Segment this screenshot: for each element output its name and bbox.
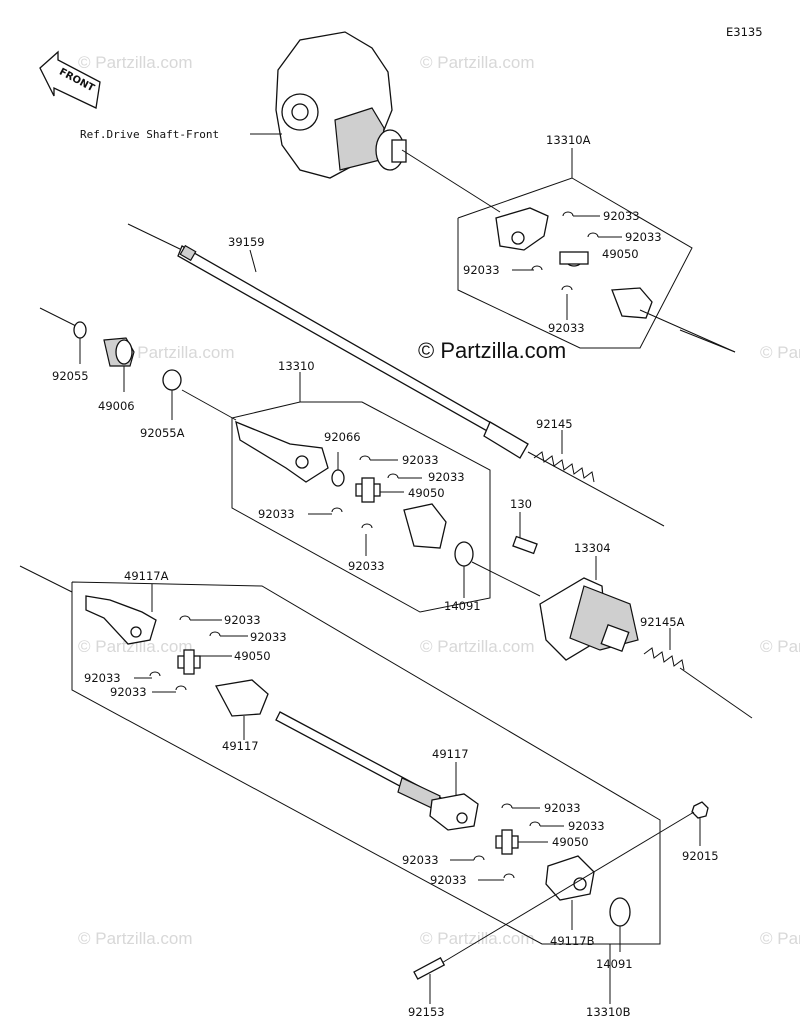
watermark-text: © Partzilla.com: [78, 53, 193, 72]
label-92066: 92066: [324, 430, 361, 444]
label-49050: 49050: [602, 247, 639, 261]
watermark-text: © Partzilla.com: [760, 637, 800, 656]
label-92033: 92033: [568, 819, 605, 833]
label-92015: 92015: [682, 849, 719, 863]
group-13310-outline: [231, 372, 491, 613]
label-49050: 49050: [408, 486, 445, 500]
spring-92145: [533, 430, 595, 483]
diagram-code: E3135: [726, 25, 763, 39]
label-92033: 92033: [544, 801, 581, 815]
label-13310: 13310: [278, 359, 315, 373]
label-92055: 92055: [52, 369, 89, 383]
oring-and-bushing: [39, 307, 237, 421]
bolt-and-housing: [512, 512, 639, 661]
label-92033: 92033: [428, 470, 465, 484]
front-differential-housing: [250, 31, 501, 213]
watermark-text: © Partzilla.com: [120, 343, 235, 362]
label-92033: 92033: [258, 507, 295, 521]
yoke-49117: [429, 762, 519, 855]
label-14091: 14091: [444, 599, 481, 613]
label-92033: 92033: [402, 853, 439, 867]
watermarks: © Partzilla.com © Partzilla.com © Partzi…: [78, 53, 800, 948]
label-92145: 92145: [536, 417, 573, 431]
watermark-text: © Partzilla.com: [78, 637, 193, 656]
circlips: [512, 211, 622, 320]
label-92033: 92033: [603, 209, 640, 223]
label-14091: 14091: [596, 957, 633, 971]
label-13310B: 13310B: [586, 1005, 631, 1019]
spring-92145A: [643, 628, 753, 719]
yoke-13310: [235, 420, 541, 598]
group-13310A-outline: [457, 148, 693, 349]
watermark-text: © Partzilla.com: [420, 929, 535, 948]
label-49050: 49050: [234, 649, 271, 663]
label-92033: 92033: [463, 263, 500, 277]
nut-and-bolt: [413, 801, 709, 1004]
circlips-49117A: [134, 615, 248, 693]
label-92033: 92033: [625, 230, 662, 244]
label-92153: 92153: [408, 1005, 445, 1019]
circlips-49117: [450, 803, 564, 881]
yoke-49117A: [85, 584, 269, 717]
label-49117B: 49117B: [550, 934, 595, 948]
label-92033: 92033: [430, 873, 467, 887]
label-13310A: 13310A: [546, 133, 591, 147]
drive-shaft-39159: [127, 223, 665, 527]
label-92033: 92033: [110, 685, 147, 699]
yoke-49117B: [545, 855, 631, 952]
label-49117A: 49117A: [124, 569, 169, 583]
label-13304: 13304: [574, 541, 611, 555]
label-49117: 49117: [432, 747, 469, 761]
watermark-text: © Partzilla.com: [760, 343, 800, 362]
label-39159: 39159: [228, 235, 265, 249]
watermark-main: © Partzilla.com: [418, 338, 566, 363]
label-92033: 92033: [348, 559, 385, 573]
ref-label: Ref.Drive Shaft-Front: [80, 128, 219, 141]
label-49006: 49006: [98, 399, 135, 413]
watermark-text: © Partzilla.com: [420, 637, 535, 656]
label-92055A: 92055A: [140, 426, 185, 440]
watermark-text: © Partzilla.com: [78, 929, 193, 948]
group-13310B-outline: [19, 565, 661, 1004]
yoke-upper: [495, 207, 736, 353]
label-92033: 92033: [224, 613, 261, 627]
label-49117: 49117: [222, 739, 259, 753]
watermark-text: © Partzilla.com: [760, 929, 800, 948]
label-49050: 49050: [552, 835, 589, 849]
label-92033: 92033: [402, 453, 439, 467]
circlips-13310: [308, 455, 422, 556]
label-130: 130: [510, 497, 532, 511]
label-92145A: 92145A: [640, 615, 685, 629]
front-arrow-icon: FRONT: [39, 50, 101, 109]
label-92033: 92033: [548, 321, 585, 335]
label-92033: 92033: [250, 630, 287, 644]
watermark-text: © Partzilla.com: [420, 53, 535, 72]
label-92033: 92033: [84, 671, 121, 685]
